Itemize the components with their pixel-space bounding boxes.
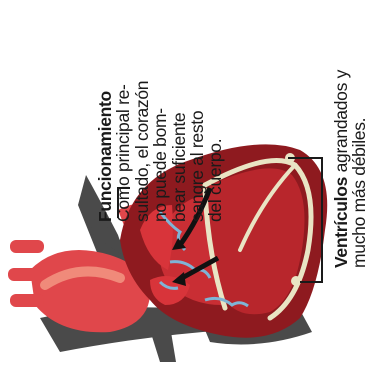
funcionamiento-line-6: del cuerpo. xyxy=(206,81,224,222)
ventriculos-line-2: mucho más débiles. xyxy=(350,70,368,268)
funcionamiento-line-4: bear suficiente xyxy=(170,81,188,222)
funcionamiento-title: Funcionamiento xyxy=(96,81,114,222)
funcionamiento-line-1: Como principal re- xyxy=(114,81,132,222)
funcionamiento-line-5: sangre al resto xyxy=(188,81,206,222)
funcionamiento-line-3: no puede bom- xyxy=(151,81,169,222)
funcionamiento-line-2: sultado, el corazón xyxy=(133,81,151,222)
ventriculos-line-1: Ventrículos agrandados y xyxy=(332,70,350,268)
ventriculos-rest: agrandados y xyxy=(331,70,351,177)
funcionamiento-label: Funcionamiento Como principal re- sultad… xyxy=(96,81,225,222)
ventriculos-label: Ventrículos agrandados y mucho más débil… xyxy=(332,70,369,268)
ventriculos-title: Ventrículos xyxy=(331,177,351,268)
